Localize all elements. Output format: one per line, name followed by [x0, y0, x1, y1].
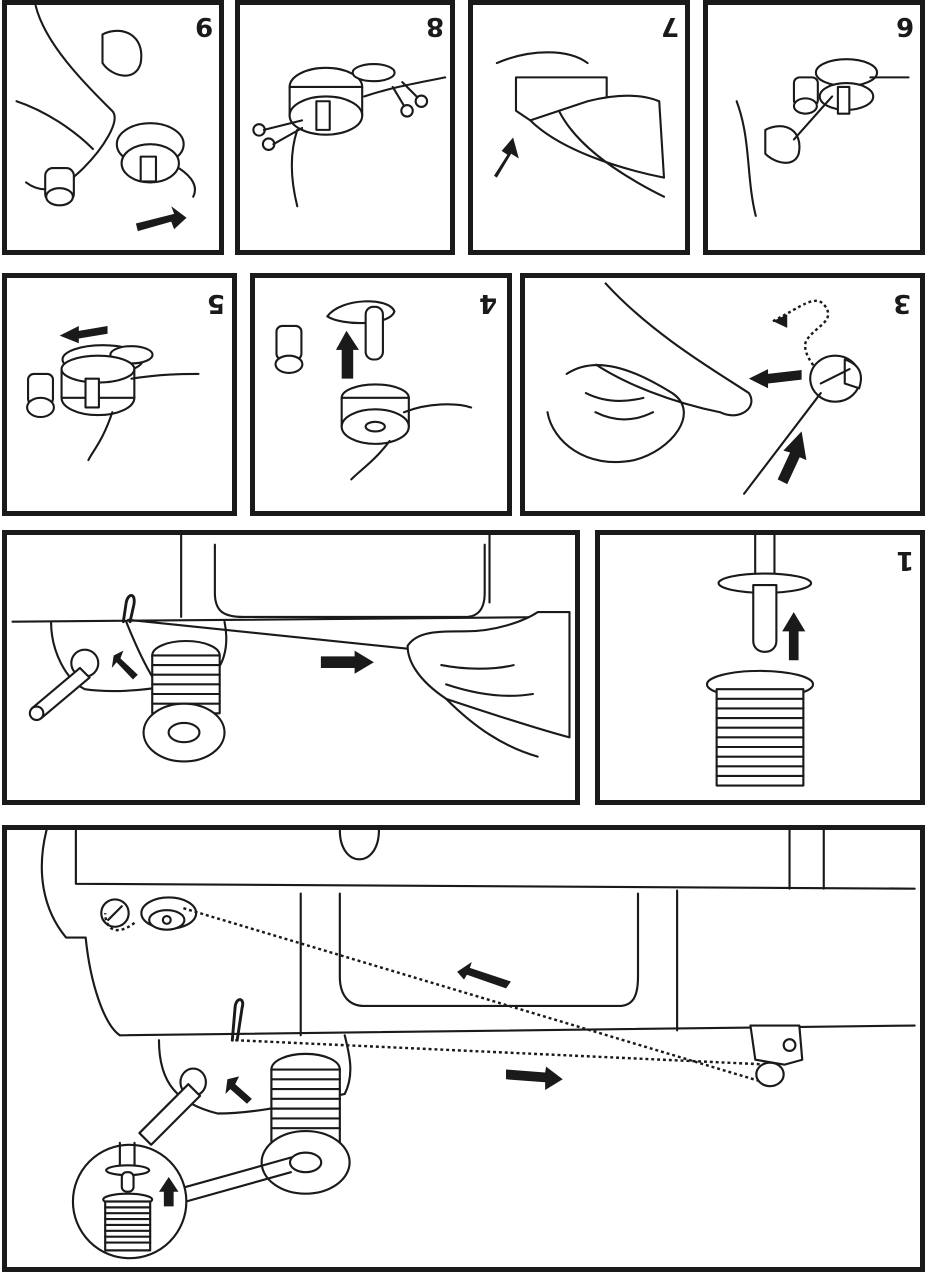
- arrow-icon: [494, 138, 519, 178]
- bobbin-trim-illustration: [240, 5, 450, 250]
- thread-guide-icon: [123, 595, 134, 621]
- step-panel-7: 7: [468, 0, 690, 255]
- step-number: 5: [207, 290, 225, 316]
- arrow-icon: [782, 612, 805, 660]
- spool-on-pin-illustration: [600, 535, 920, 800]
- machine-threading-path-illustration: [7, 830, 920, 1267]
- step-number: 6: [896, 13, 914, 39]
- threading-overview-panel: [2, 825, 925, 1272]
- arrow-icon: [778, 431, 807, 484]
- arrow-icon: [136, 206, 187, 231]
- arrow-icon: [225, 1076, 251, 1103]
- bobbin-winder-thread-illustration: [7, 535, 575, 800]
- step-panel-1: 1: [595, 530, 925, 805]
- bobbin-on-shaft-illustration: [255, 278, 507, 511]
- bobbin-cutting-illustration: [7, 5, 219, 250]
- bobbin-threading-illustration: [708, 5, 920, 250]
- step-panel-5: 5: [2, 273, 237, 516]
- step-number: 4: [479, 290, 497, 316]
- arrow-icon: [112, 651, 138, 680]
- step-panel-6: 6: [703, 0, 925, 255]
- thread-through-bobbin-illustration: [525, 278, 920, 511]
- arrow-icon: [749, 369, 802, 388]
- step-number: 9: [195, 13, 213, 39]
- bobbin-winder-stop-illustration: [473, 5, 685, 250]
- arrow-icon: [336, 331, 359, 379]
- bobbin-place-illustration: [7, 278, 232, 511]
- step-panel-4: 4: [250, 273, 512, 516]
- step-panel-3: 3: [520, 273, 925, 516]
- arrow-icon: [457, 962, 511, 988]
- step-panel-8: 8: [235, 0, 455, 255]
- step-number: 1: [896, 547, 914, 573]
- step-number: 7: [661, 13, 679, 39]
- step-number: 3: [893, 290, 911, 316]
- step-number: 8: [426, 13, 444, 39]
- step-panel-wind-start: [2, 530, 580, 805]
- arrow-icon: [321, 651, 374, 674]
- step-panel-9: 9: [2, 0, 224, 255]
- arrow-icon: [60, 326, 108, 343]
- arrow-icon: [506, 1067, 563, 1090]
